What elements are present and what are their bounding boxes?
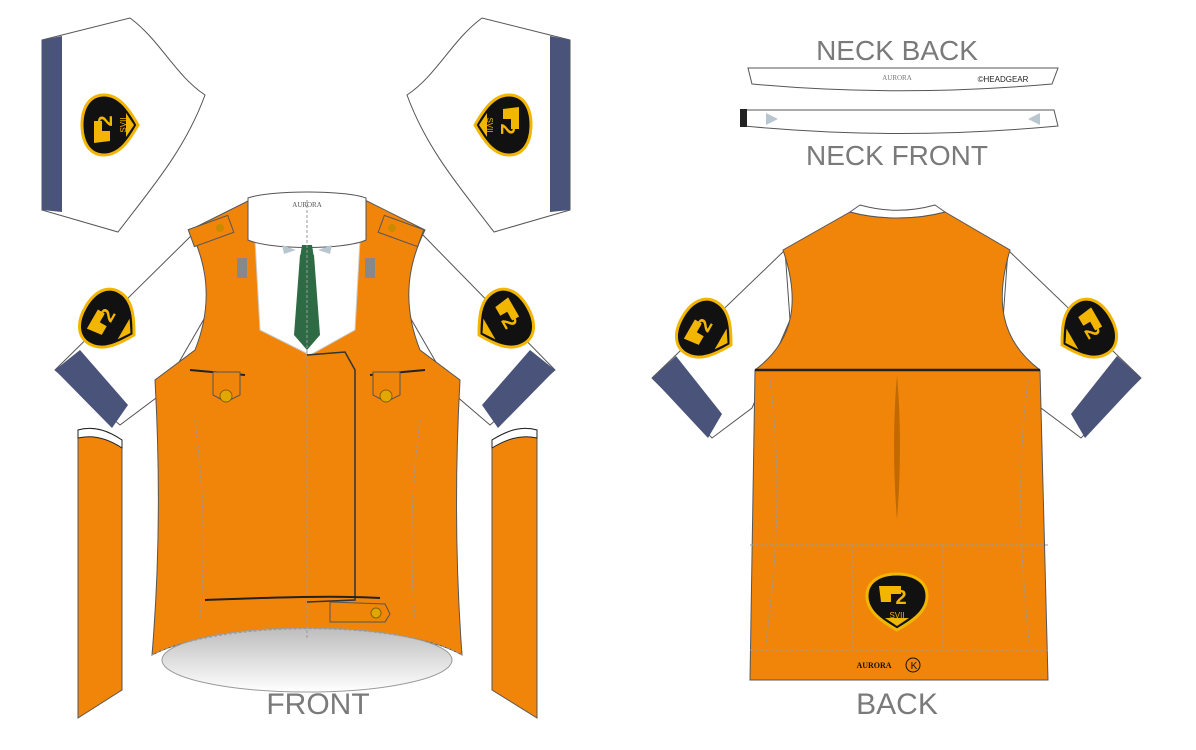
- sleeve-cuff-band: [550, 36, 570, 212]
- svg-text:AURORA: AURORA: [882, 74, 912, 82]
- side-panel-right: [491, 427, 538, 719]
- left-sleeve-cuff: [55, 350, 128, 428]
- badge-logo: 2: [462, 279, 545, 363]
- svg-text:2: 2: [895, 587, 906, 609]
- badge-logo: 2 SVII: [865, 572, 929, 632]
- back-label: BACK: [856, 688, 938, 721]
- svg-text:2: 2: [95, 115, 117, 126]
- sleeve-cuff-band: [42, 36, 62, 212]
- svg-text:©HEADGEAR: ©HEADGEAR: [978, 75, 1029, 84]
- neck-front-band: [740, 109, 1059, 134]
- jersey-front: 2 2 AURORA: [54, 191, 556, 693]
- left-sleeve-cuff: [652, 356, 722, 438]
- badge-logo: 2 SVII: [80, 93, 140, 157]
- svg-text:K: K: [911, 661, 918, 672]
- back-collar: [848, 204, 947, 219]
- neck-front-label: NECK FRONT: [806, 140, 988, 171]
- sleeve-pattern-right: 2 SVII: [406, 17, 571, 233]
- right-sleeve-cuff: [1071, 356, 1141, 438]
- badge-logo: 2 SVII: [473, 93, 533, 157]
- svg-text:2: 2: [496, 123, 518, 134]
- right-sleeve-cuff: [482, 350, 555, 428]
- front-collar: [247, 191, 367, 248]
- rear-pockets: [750, 544, 1048, 651]
- right-epaulet: [377, 214, 425, 248]
- badge-logo: 2: [665, 289, 748, 373]
- k-logo: [905, 657, 921, 673]
- jersey-back: 2 2 2 SVII AURORA K: [651, 204, 1142, 681]
- front-label: FRONT: [266, 688, 369, 721]
- neck-back-label: NECK BACK: [816, 35, 978, 66]
- rank-insignia: [237, 258, 247, 278]
- button: [379, 389, 393, 403]
- button: [370, 607, 382, 619]
- button: [219, 389, 233, 403]
- svg-text:SVII: SVII: [485, 117, 494, 132]
- neck-back-band: AURORA ©HEADGEAR: [747, 67, 1059, 92]
- badge-logo: 2: [68, 279, 151, 363]
- side-panel-left: [77, 427, 123, 719]
- aurora-logo: AURORA: [856, 661, 891, 670]
- badge-logo: 2: [1045, 289, 1128, 373]
- back-pleat: [894, 375, 900, 520]
- rank-insignia: [365, 258, 375, 278]
- left-epaulet: [187, 214, 235, 248]
- sleeve-pattern-left: 2 SVII: [41, 17, 206, 233]
- svg-text:SVII: SVII: [889, 611, 904, 620]
- zipper-pull-icon: [740, 109, 747, 127]
- svg-text:SVII: SVII: [119, 117, 128, 132]
